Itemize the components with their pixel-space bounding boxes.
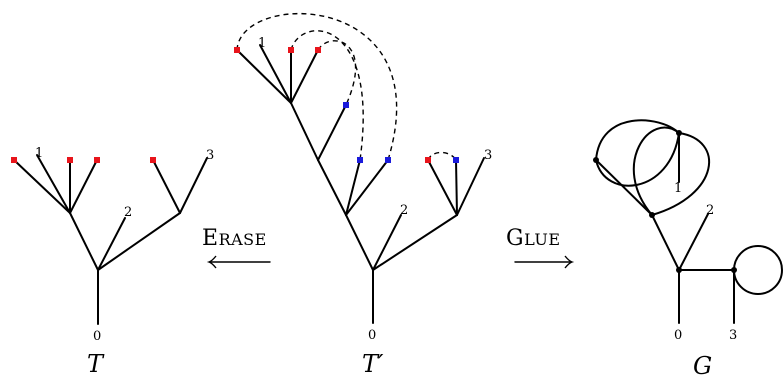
graph-G-title: G: [693, 352, 712, 380]
glue-arrow-head: [564, 255, 575, 269]
graph-G-edge: [595, 132, 680, 187]
tree-Tp-edge: [345, 159, 361, 216]
leaf-label-2: 2: [124, 205, 132, 220]
tree-T-edge: [13, 159, 71, 214]
graph-G-edge: [595, 159, 653, 216]
gluing-arc: [290, 30, 364, 161]
tree-Tp-edge: [455, 159, 458, 216]
tree-Tp-edge: [259, 44, 292, 104]
leaf-label-3: 3: [484, 148, 492, 163]
graph-G-edge: [678, 213, 709, 271]
blue-leaf-marker: [343, 102, 349, 108]
tree-Tp-edge: [345, 159, 389, 216]
red-leaf-marker: [11, 157, 17, 163]
blue-leaf-marker: [453, 157, 459, 163]
tree-Tp-edge: [317, 104, 347, 161]
graph-G-edge: [632, 126, 680, 216]
graph-G-edge: [651, 214, 680, 271]
tree-T-edge: [97, 217, 126, 271]
leaf-label-3: 3: [206, 148, 214, 163]
red-leaf-marker: [315, 47, 321, 53]
tree-T-edge: [69, 212, 99, 271]
leaf-label-2: 2: [706, 203, 714, 218]
tree-T-edge: [179, 157, 208, 214]
erase-arrow-head: [206, 255, 217, 269]
red-leaf-marker: [288, 47, 294, 53]
graph-G-vertex: [649, 212, 655, 218]
root-label-0: 0: [674, 328, 682, 343]
tree-T-title: T: [87, 350, 105, 378]
erase-operation: ERASE: [202, 226, 271, 269]
graph-G: 1 2 3 0 G: [593, 119, 783, 380]
erase-label: ERASE: [202, 226, 267, 251]
leaf-label-1: 1: [674, 181, 682, 196]
tree-T-prime: 1 2 3 0 T′: [234, 12, 492, 378]
red-leaf-marker: [150, 157, 156, 163]
tree-Tp-edge: [290, 49, 319, 104]
gluing-arc: [427, 151, 457, 161]
tree-T-prime-title: T′: [362, 350, 384, 378]
tree-Tp-edge: [427, 159, 458, 216]
graph-G-edge: [595, 119, 680, 161]
leaf-label-1: 1: [35, 146, 43, 161]
graph-G-vertex: [731, 267, 737, 273]
leaf-label-2: 2: [400, 203, 408, 218]
blue-leaf-marker: [385, 157, 391, 163]
red-leaf-marker: [234, 47, 240, 53]
graph-G-self-loop: [733, 245, 783, 295]
tree-Tp-edge: [236, 49, 292, 104]
tree-Tp-edge: [317, 159, 347, 216]
gluing-arc: [317, 40, 357, 106]
leaf-label-1: 1: [258, 36, 266, 51]
tree-Tp-edge: [372, 214, 458, 271]
graph-G-vertex: [676, 130, 682, 136]
tree-Tp-edge: [456, 157, 485, 216]
leaf-label-3: 3: [729, 328, 737, 343]
tree-T-edge: [69, 159, 98, 214]
graph-G-vertex: [593, 157, 599, 163]
graph-G-vertex: [676, 267, 682, 273]
tree-Tp-edge: [345, 214, 374, 271]
glue-operation: GLUE: [506, 226, 575, 269]
tree-T-edge: [97, 212, 181, 271]
tree-T: 1 2 3 0 T: [11, 146, 214, 378]
red-leaf-marker: [67, 157, 73, 163]
graph-G-edge: [651, 132, 711, 216]
red-leaf-marker: [425, 157, 431, 163]
root-label-0: 0: [368, 328, 376, 343]
tree-T-edge: [36, 154, 71, 214]
red-leaf-marker: [94, 157, 100, 163]
tree-Tp-edge: [372, 214, 402, 271]
tree-Tp-edge: [290, 102, 319, 161]
glue-label: GLUE: [506, 226, 561, 251]
tree-T-edge: [152, 159, 181, 214]
root-label-0: 0: [93, 329, 101, 344]
blue-leaf-marker: [357, 157, 363, 163]
